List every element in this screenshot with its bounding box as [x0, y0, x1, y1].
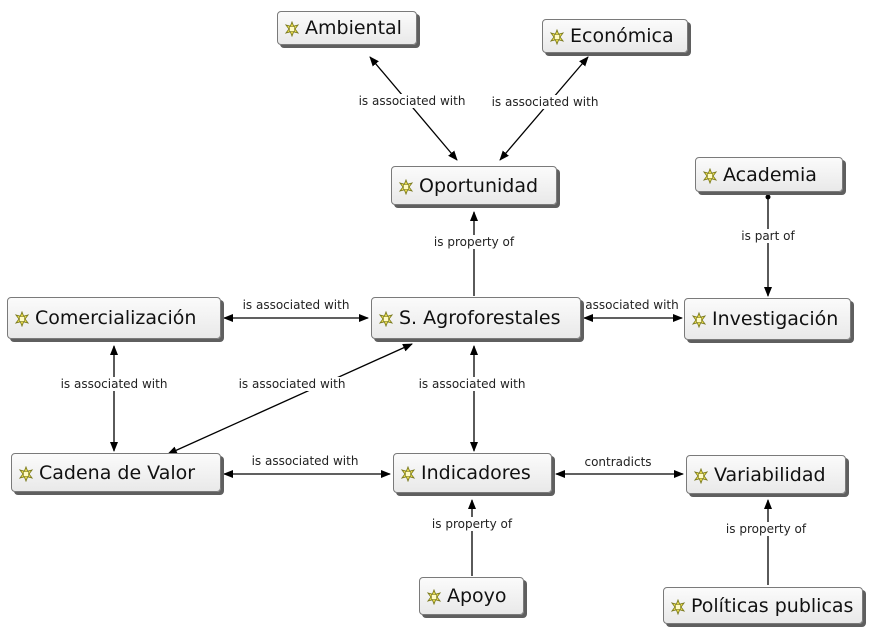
node-economica-label: Económica [570, 25, 674, 47]
code-node-icon [18, 465, 34, 482]
node-ambiental[interactable]: Ambiental [277, 11, 417, 45]
code-node-icon [14, 310, 30, 328]
edge-label-indicadores-variabilidad: contradicts [583, 455, 653, 469]
node-cadena[interactable]: Cadena de Valor [11, 453, 221, 492]
code-node-icon [378, 310, 394, 328]
node-agroforestales-label: S. Agroforestales [399, 307, 561, 329]
node-cadena-label: Cadena de Valor [39, 461, 196, 484]
code-node-icon [702, 167, 718, 184]
node-investigacion-label: Investigación [712, 308, 839, 330]
edge-label-politicas-variabilidad: is property of [724, 522, 808, 536]
edge-label-ambiental-oportunidad: is associated with [357, 94, 467, 108]
node-politicas-label: Políticas publicas [691, 594, 854, 617]
node-indicadores-label: Indicadores [421, 462, 531, 484]
node-academia-label: Academia [723, 163, 817, 186]
edge-cadena-agro [167, 343, 413, 455]
edge-label-agro-indicadores: is associated with [417, 377, 527, 391]
node-politicas[interactable]: Políticas publicas [663, 587, 863, 624]
node-comercializacion-label: Comercialización [35, 307, 197, 329]
node-academia[interactable]: Academia [695, 157, 843, 192]
node-comercializacion[interactable]: Comercialización [7, 297, 221, 339]
code-node-icon [284, 20, 300, 38]
edge-label-apoyo-indicadores: is property of [430, 517, 514, 531]
edge-label-academia-investigacion: is part of [740, 229, 796, 243]
code-node-icon [693, 467, 709, 484]
edge-ambiental-oportunidad [369, 56, 458, 161]
edge-label-cadena-agro: is associated with [237, 377, 347, 391]
node-variabilidad[interactable]: Variabilidad [686, 455, 846, 494]
node-apoyo-label: Apoyo [447, 585, 507, 607]
edge-label-oportunidad-agro: is property of [432, 235, 516, 249]
code-node-icon [549, 28, 565, 46]
code-node-icon [398, 178, 414, 195]
edge-label-agro-investigacion: associated with [584, 298, 680, 312]
edge-label-cadena-indicadores: is associated with [250, 454, 360, 468]
node-indicadores[interactable]: Indicadores [393, 453, 552, 493]
edge-label-comercializacion-cadena: is associated with [59, 377, 169, 391]
node-ambiental-label: Ambiental [305, 17, 402, 39]
edge-label-comercializacion-agro: is associated with [241, 298, 351, 312]
edge-label-economica-oportunidad: is associated with [490, 95, 600, 109]
node-economica[interactable]: Económica [542, 19, 688, 53]
code-node-icon [691, 311, 707, 329]
node-oportunidad[interactable]: Oportunidad [391, 166, 557, 205]
edge-origin-dot [765, 194, 771, 200]
node-oportunidad-label: Oportunidad [419, 174, 539, 197]
node-apoyo[interactable]: Apoyo [419, 577, 524, 615]
node-variabilidad-label: Variabilidad [714, 463, 826, 486]
node-investigacion[interactable]: Investigación [684, 298, 851, 340]
code-node-icon [400, 465, 416, 483]
node-agroforestales[interactable]: S. Agroforestales [371, 297, 581, 339]
code-node-icon [426, 588, 442, 606]
code-node-icon [670, 598, 686, 615]
